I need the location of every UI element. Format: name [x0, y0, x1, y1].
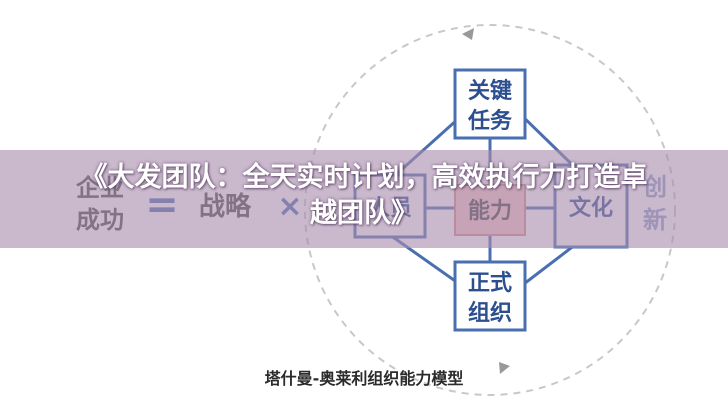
diagram-caption: 塔什曼-奥莱利组织能力模型	[264, 369, 464, 388]
banner-title-line1: 《大发团队：全天实时计划，高效执行力打造卓	[80, 162, 648, 193]
circle-arrow-bottom	[499, 362, 510, 374]
box-formal-org	[453, 260, 527, 332]
box-key-tasks-line1: 关键	[468, 78, 512, 104]
title-banner	[0, 150, 728, 248]
box-formal-org-line2: 组织	[468, 300, 512, 326]
banner-title-line2: 越团队》	[310, 198, 418, 229]
circle-arrow-top	[462, 28, 474, 40]
box-key-tasks-line2: 任务	[467, 108, 513, 134]
banner-title: 《大发团队：全天实时计划，高效执行力打造卓 越团队》	[40, 160, 688, 232]
box-key-tasks	[453, 68, 527, 140]
box-formal-org-line1: 正式	[468, 271, 512, 296]
